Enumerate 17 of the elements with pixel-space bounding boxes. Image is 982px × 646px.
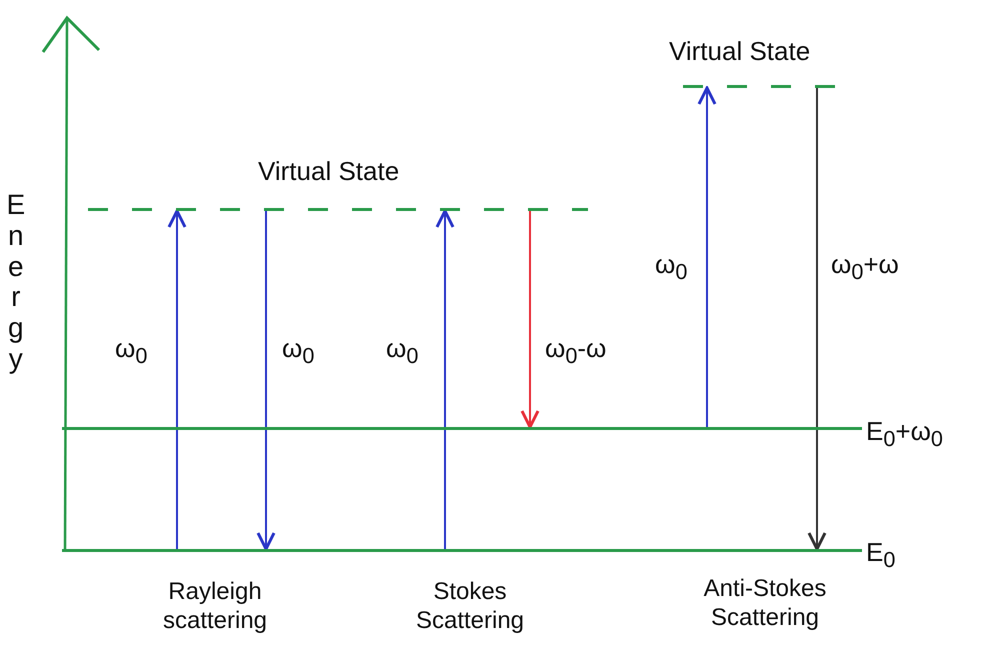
transition-arrow: [808, 88, 826, 550]
caption: Stokes Scattering: [414, 578, 526, 636]
transition-arrow: [168, 210, 186, 549]
caption: Rayleigh scattering: [162, 578, 268, 636]
virtual-state-level: [88, 208, 588, 211]
axis-title: Energy: [6, 190, 26, 375]
transition-arrow: [256, 211, 276, 550]
level-label: Virtual State: [669, 37, 810, 66]
level-label: Virtual State: [258, 157, 400, 186]
level-label: E$_{0}$+ω$_{0}$: [866, 417, 943, 452]
level-label: E$_{0}$: [866, 538, 896, 572]
energy-level-line: [62, 427, 862, 430]
transition-arrow: [698, 86, 716, 427]
energy-level-line: [62, 549, 862, 552]
transition-arrow: [520, 211, 540, 428]
transition-arrow: [436, 210, 454, 549]
caption: Anti-Stokes Scattering: [702, 575, 828, 633]
